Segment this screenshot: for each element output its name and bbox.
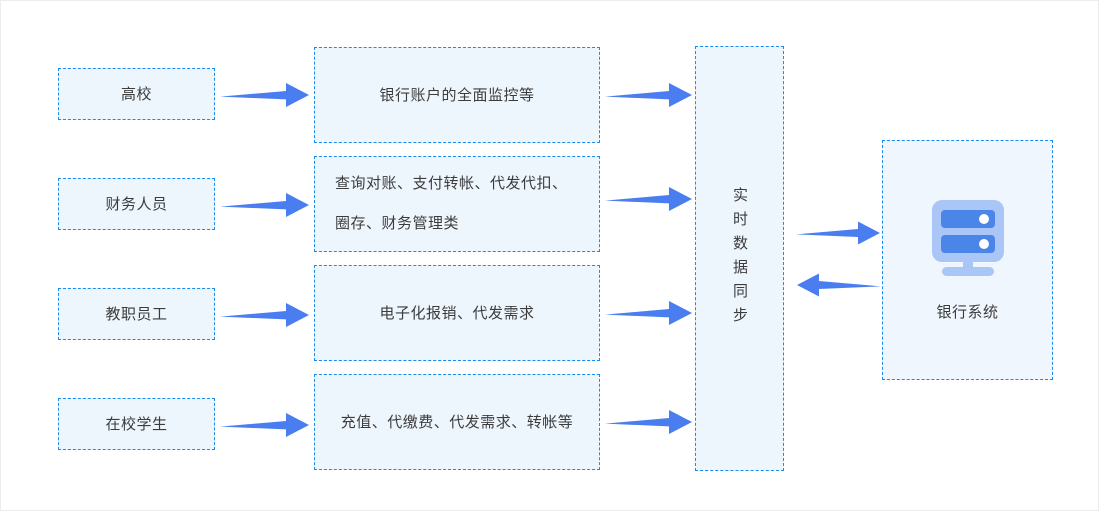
arrow-staff-services-to-sync — [605, 298, 693, 328]
service-box-account-monitoring[interactable]: 银行账户的全面监控等 — [314, 47, 600, 143]
arrow-finance-services-to-sync — [605, 184, 693, 214]
service-label: 电子化报销、代发需求 — [379, 304, 535, 322]
service-label: 银行账户的全面监控等 — [379, 86, 535, 104]
arrow-faculty-to-staff-services — [220, 300, 310, 330]
service-label: 查询对账、支付转帐、代发代扣、 圈存、财务管理类 — [335, 164, 585, 244]
arrow-bank-to-sync — [796, 271, 881, 299]
actor-label: 在校学生 — [105, 415, 168, 433]
sync-box-realtime-data-sync[interactable]: 实时数据同步 — [695, 46, 784, 471]
arrow-student-services-to-sync — [605, 407, 693, 437]
arrow-monitoring-to-sync — [605, 80, 693, 110]
service-label-line-2: 圈存、财务管理类 — [335, 215, 460, 232]
actor-box-students[interactable]: 在校学生 — [58, 398, 215, 450]
actor-label: 财务人员 — [105, 195, 168, 213]
sync-label: 实时数据同步 — [731, 186, 748, 331]
service-label-line-1: 查询对账、支付转帐、代发代扣、 — [335, 175, 568, 192]
arrow-sync-to-bank — [796, 219, 881, 247]
arrow-university-to-monitoring — [220, 80, 310, 110]
service-label: 充值、代缴费、代发需求、转帐等 — [340, 413, 574, 431]
actor-label: 高校 — [120, 85, 152, 103]
service-box-student-services[interactable]: 充值、代缴费、代发需求、转帐等 — [314, 374, 600, 470]
service-box-finance-services[interactable]: 查询对账、支付转帐、代发代扣、 圈存、财务管理类 — [314, 156, 600, 252]
actor-box-finance-staff[interactable]: 财务人员 — [58, 178, 215, 230]
actor-label: 教职员工 — [105, 305, 168, 323]
actor-box-faculty-staff[interactable]: 教职员工 — [58, 288, 215, 340]
bank-system-label: 银行系统 — [936, 304, 999, 321]
bank-system-box[interactable]: 银行系统 — [882, 140, 1053, 380]
arrow-student-to-student-services — [220, 410, 310, 440]
service-box-staff-services[interactable]: 电子化报销、代发需求 — [314, 265, 600, 361]
server-icon — [924, 198, 1012, 283]
actor-box-university[interactable]: 高校 — [58, 68, 215, 120]
arrow-finance-to-finance-services — [220, 190, 310, 220]
